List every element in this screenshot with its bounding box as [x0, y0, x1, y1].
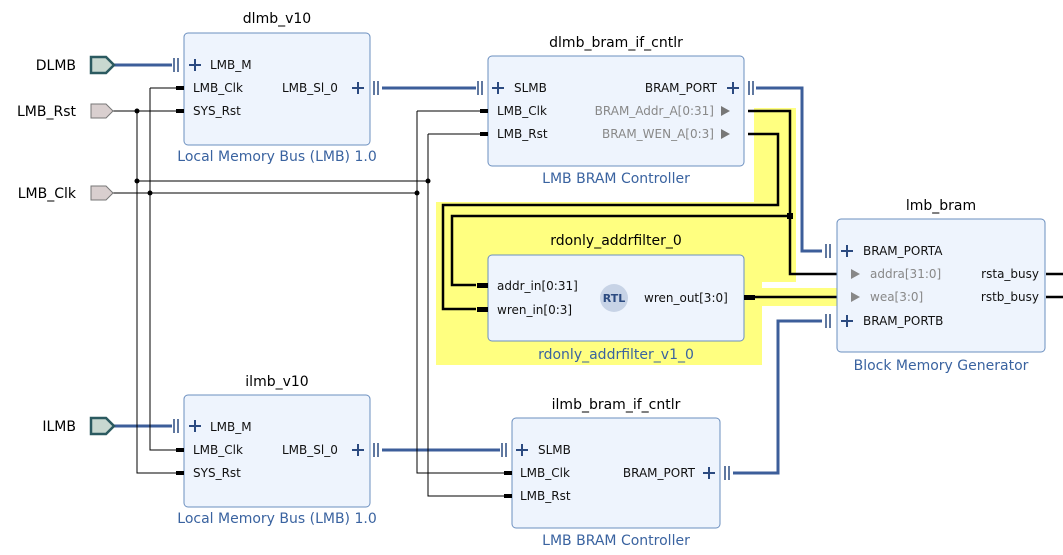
pin-lmb-rst: LMB_Rst — [497, 127, 548, 141]
svg-text:BRAM_PORT: BRAM_PORT — [623, 466, 696, 480]
pin-addra: addra[31:0] — [870, 267, 941, 281]
pin-bram-addr: BRAM_Addr_A[0:31] — [595, 104, 714, 118]
net-busy[interactable] — [1046, 272, 1063, 299]
block-ilmb-v10[interactable]: ilmb_v10 LMB_M LMB_Clk SYS_Rst LMB_Sl_0 … — [173, 374, 379, 527]
bus-pin-bram-porta[interactable]: BRAM_PORTA — [825, 244, 943, 258]
external-port-ilmb[interactable]: ILMB — [42, 416, 116, 436]
port-label: DLMB — [36, 58, 76, 74]
pin-lmb-clk: LMB_Clk — [520, 466, 570, 480]
svg-text:SLMB: SLMB — [514, 81, 547, 95]
arrow-right-icon — [721, 106, 730, 116]
pin-lmb-clk: LMB_Clk — [193, 443, 243, 457]
svg-text:SLMB: SLMB — [538, 443, 571, 457]
net-lmb-rst[interactable] — [113, 108, 510, 497]
external-port-dlmb[interactable]: DLMB — [36, 55, 116, 75]
external-port-lmb-rst[interactable]: LMB_Rst — [17, 103, 114, 120]
svg-text:LMB_M: LMB_M — [210, 420, 252, 434]
svg-text:BRAM_PORT: BRAM_PORT — [645, 81, 718, 95]
block-lmb-bram[interactable]: lmb_bram BRAM_PORTA addra[31:0] wea[3:0]… — [825, 198, 1046, 374]
external-port-lmb-clk[interactable]: LMB_Clk — [18, 185, 114, 202]
port-label: LMB_Clk — [18, 186, 77, 202]
pin-sys-rst: SYS_Rst — [193, 466, 241, 480]
block-type: LMB BRAM Controller — [542, 171, 690, 187]
svg-text:LMB_M: LMB_M — [210, 58, 252, 72]
block-rdonly-addrfilter[interactable]: rdonly_addrfilter_0 addr_in[0:31] wren_i… — [477, 233, 755, 363]
pin-wren-in: wren_in[0:3] — [497, 303, 572, 317]
pin-wea: wea[3:0] — [870, 290, 923, 304]
block-name: rdonly_addrfilter_0 — [550, 233, 682, 249]
pin-sys-rst: SYS_Rst — [193, 104, 241, 118]
port-label: ILMB — [42, 419, 76, 435]
arrow-right-icon — [851, 292, 860, 302]
svg-text:BRAM_PORTB: BRAM_PORTB — [863, 314, 943, 328]
pin-bram-wen: BRAM_WEN_A[0:3] — [602, 127, 714, 141]
block-name: dlmb_bram_if_cntlr — [549, 35, 683, 51]
bus-pin-bram-port[interactable]: BRAM_PORT — [623, 466, 730, 480]
block-name: dlmb_v10 — [243, 11, 311, 27]
pin-wren-out: wren_out[3:0] — [644, 291, 728, 305]
pin-lmb-rst: LMB_Rst — [520, 489, 571, 503]
bus-pin-slmb[interactable]: SLMB — [501, 443, 571, 457]
block-type: rdonly_addrfilter_v1_0 — [538, 347, 694, 363]
rtl-badge: RTL — [600, 284, 628, 312]
block-ilmb-bram-if-cntlr[interactable]: ilmb_bram_if_cntlr SLMB LMB_Clk LMB_Rst … — [501, 397, 730, 549]
bus-pin-slmb[interactable]: SLMB — [477, 81, 547, 95]
port-label: LMB_Rst — [17, 104, 77, 120]
arrow-right-icon — [851, 269, 860, 279]
bus-pin-bram-port[interactable]: BRAM_PORT — [645, 81, 754, 95]
block-dlmb-v10[interactable]: dlmb_v10 LMB_M LMB_Clk SYS_Rst LMB_Sl_0 … — [173, 11, 379, 165]
block-type: Local Memory Bus (LMB) 1.0 — [177, 149, 376, 165]
svg-text:BRAM_PORTA: BRAM_PORTA — [863, 244, 943, 258]
block-name: lmb_bram — [906, 198, 976, 214]
bus-pin-lmb-sl-0[interactable]: LMB_Sl_0 — [282, 443, 379, 457]
svg-text:RTL: RTL — [603, 292, 626, 305]
svg-text:LMB_Sl_0: LMB_Sl_0 — [282, 443, 338, 457]
block-type: LMB BRAM Controller — [542, 533, 690, 549]
pin-rstb-busy: rstb_busy — [981, 290, 1039, 304]
bus-pin-lmb-sl-0[interactable]: LMB_Sl_0 — [282, 81, 379, 95]
pin-lmb-clk: LMB_Clk — [193, 81, 243, 95]
net-bram-wen[interactable] — [441, 132, 780, 311]
block-type: Block Memory Generator — [854, 358, 1029, 374]
block-name: ilmb_bram_if_cntlr — [552, 397, 681, 413]
block-name: ilmb_v10 — [245, 374, 308, 390]
block-type: Local Memory Bus (LMB) 1.0 — [177, 511, 376, 527]
net-bram-addr[interactable] — [450, 109, 845, 287]
bus-pin-bram-portb[interactable]: BRAM_PORTB — [825, 314, 943, 328]
block-dlmb-bram-if-cntlr[interactable]: dlmb_bram_if_cntlr SLMB LMB_Clk LMB_Rst … — [477, 35, 754, 187]
net-bram-porta[interactable] — [756, 86, 822, 253]
pin-addr-in: addr_in[0:31] — [497, 279, 578, 293]
pin-rsta-busy: rsta_busy — [981, 267, 1039, 281]
svg-text:LMB_Sl_0: LMB_Sl_0 — [282, 81, 338, 95]
pin-lmb-clk: LMB_Clk — [497, 104, 547, 118]
net-bram-portb[interactable] — [733, 319, 822, 475]
arrow-right-icon — [721, 129, 730, 139]
bus-pin-lmb-m[interactable]: LMB_M — [173, 419, 252, 434]
bus-pin-lmb-m[interactable]: LMB_M — [173, 58, 252, 72]
